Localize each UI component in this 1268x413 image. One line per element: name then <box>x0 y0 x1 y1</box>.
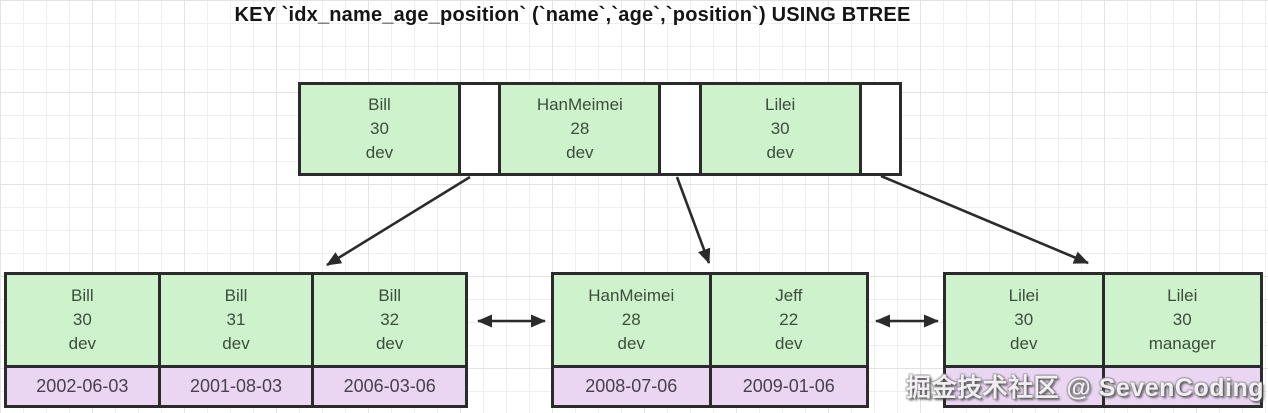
key-age: 30 <box>370 119 389 138</box>
row-data-cell: 2001-08-03 <box>160 365 312 405</box>
btree-leaf-node: HanMeimei 28 dev 2008-07-06 Jeff 22 dev … <box>551 272 869 408</box>
index-key-cell: Jeff 22 dev <box>711 275 866 365</box>
key-position: dev <box>375 334 404 353</box>
leaf-entry: Bill 32 dev 2006-03-06 <box>311 275 466 405</box>
root-to-leaf1-arrow <box>326 175 471 267</box>
leaf-entry: HanMeimei 28 dev 2008-07-06 <box>554 275 709 405</box>
index-key-cell: Bill 30 dev <box>7 275 158 365</box>
key-name: Lilei <box>1008 286 1039 305</box>
key-position: dev <box>617 334 645 353</box>
index-key-cell: Bill 32 dev <box>314 275 466 365</box>
row-data-cell: 2008-07-06 <box>554 365 709 405</box>
key-age: 30 <box>72 310 92 329</box>
row-data-cell <box>1104 365 1260 405</box>
watermark: 掘金技术社区 @ SevenCoding <box>905 374 1264 402</box>
index-key-cell: Bill 30 dev <box>301 85 458 173</box>
key-name: HanMeimei <box>588 286 675 305</box>
row-date: 2009-01-06 <box>742 376 835 396</box>
key-name: Lilei <box>765 95 796 114</box>
btree-root-node: Bill 30 dev HanMeimei 28 dev Lilei 30 de… <box>298 82 902 176</box>
key-name: Bill <box>71 286 94 305</box>
child-pointer-cell <box>658 85 699 173</box>
key-age: 32 <box>380 310 400 329</box>
key-age: 30 <box>1014 310 1034 329</box>
index-key-cell: Bill 31 dev <box>160 275 312 365</box>
root-to-leaf3-arrow <box>880 174 1089 265</box>
key-name: Bill <box>224 286 248 305</box>
leaf-entry: Lilei 30 manager <box>1101 275 1260 405</box>
key-age: 30 <box>1172 310 1192 329</box>
key-position: dev <box>365 143 394 162</box>
key-age: 31 <box>226 310 246 329</box>
key-position: dev <box>68 334 97 353</box>
key-position: manager <box>1148 334 1216 353</box>
key-age: 28 <box>570 119 590 138</box>
key-age: 28 <box>621 310 641 329</box>
row-data-cell <box>946 365 1102 405</box>
key-position: dev <box>566 143 594 162</box>
key-name: Jeff <box>775 286 803 305</box>
key-position: dev <box>766 143 794 162</box>
key-age: 30 <box>770 119 790 138</box>
key-name: Bill <box>368 95 391 114</box>
index-key-cell: HanMeimei 28 dev <box>554 275 709 365</box>
row-data-cell: 2002-06-03 <box>7 365 158 405</box>
leaf-entry: Bill 31 dev 2001-08-03 <box>157 275 312 405</box>
leaf-entry: Jeff 22 dev 2009-01-06 <box>708 275 866 405</box>
key-name: Lilei <box>1167 286 1198 305</box>
key-age: 22 <box>779 310 799 329</box>
index-key-cell: HanMeimei 28 dev <box>498 85 659 173</box>
key-name: Bill <box>378 286 402 305</box>
btree-leaf-node: Bill 30 dev 2002-06-03 Bill 31 dev 2001-… <box>4 272 468 408</box>
key-position: dev <box>775 334 803 353</box>
child-pointer-cell <box>858 85 900 173</box>
root-to-leaf2-arrow <box>675 176 711 264</box>
index-key-cell: Lilei 30 manager <box>1104 275 1260 365</box>
row-data-cell: 2006-03-06 <box>314 365 466 405</box>
row-date: 2008-07-06 <box>585 376 678 396</box>
index-key-cell: Lilei 30 dev <box>698 85 859 173</box>
key-position: dev <box>222 334 250 353</box>
key-position: dev <box>1010 334 1038 353</box>
row-date: 2001-08-03 <box>189 376 283 396</box>
diagram-title: KEY `idx_name_age_position` (`name`,`age… <box>234 4 911 26</box>
row-data-cell: 2009-01-06 <box>711 365 866 405</box>
key-name: HanMeimei <box>536 95 623 114</box>
row-date: 2002-06-03 <box>36 376 129 396</box>
row-date: 2006-03-06 <box>343 376 436 396</box>
btree-leaf-node: Lilei 30 dev Lilei 30 manager <box>943 272 1263 408</box>
child-pointer-cell <box>457 85 499 173</box>
leaf-entry: Lilei 30 dev <box>946 275 1102 405</box>
leaf-entry: Bill 30 dev 2002-06-03 <box>7 275 158 405</box>
index-key-cell: Lilei 30 dev <box>946 275 1102 365</box>
